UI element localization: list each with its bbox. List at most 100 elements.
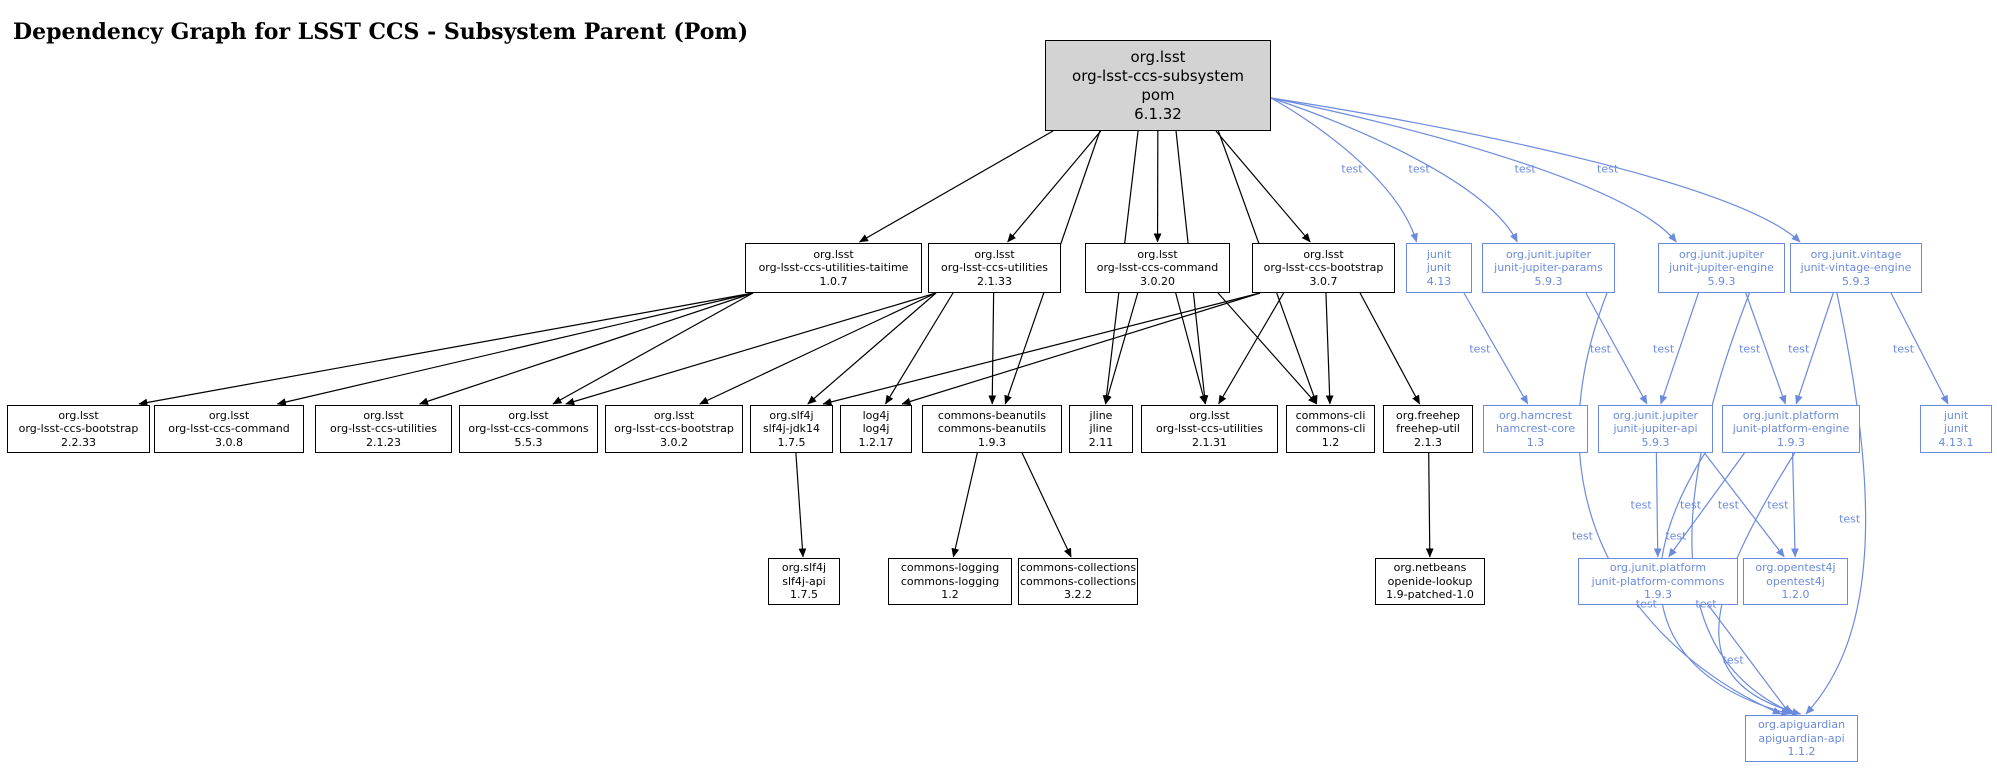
node-line: org-lsst-ccs-utilities-taitime <box>758 261 909 275</box>
edge-cmd3020-jline <box>1104 292 1139 405</box>
node-line: 2.1.33 <box>977 274 1012 288</box>
node-line: jline <box>1089 408 1113 422</box>
node-line: slf4j-jdk14 <box>762 422 821 436</box>
edge-scope-label: test <box>1597 162 1619 176</box>
node-line: 2.1.31 <box>1192 435 1227 449</box>
node-line: 1.0.7 <box>819 274 848 288</box>
node-line: org.freehep <box>1396 408 1460 422</box>
node-line: org-lsst-ccs-utilities <box>330 422 437 436</box>
node-line: org.junit.jupiter <box>1612 408 1699 422</box>
node-line: junit-jupiter-params <box>1494 261 1603 275</box>
node-line: org-lsst-ccs-bootstrap <box>18 422 139 436</box>
node-line: 3.0.7 <box>1309 274 1338 288</box>
node-line: org-lsst-ccs-commons <box>468 422 589 436</box>
node-line: 1.9.3 <box>978 435 1006 449</box>
node-line: org-lsst-ccs-bootstrap <box>1263 261 1384 275</box>
node-line: 5.9.3 <box>1534 274 1563 288</box>
edge-beanutils-clogging <box>951 452 978 558</box>
node-line: org.lsst <box>363 408 404 422</box>
edge-freehep-openide <box>1425 452 1434 558</box>
edge-root-taitime <box>859 130 1054 243</box>
edge-scope-label: test <box>1665 529 1687 543</box>
edge-root-junit413 <box>1270 97 1418 243</box>
node-line: junit-vintage-engine <box>1800 261 1912 275</box>
node-line: 1.9-patched-1.0 <box>1386 588 1474 602</box>
edge-util2133-log4j <box>884 292 954 405</box>
edge-engine-pengine <box>1745 292 1787 405</box>
node-line: org.junit.jupiter <box>1505 247 1592 261</box>
edge-boot307-log4j <box>901 292 1261 406</box>
node-line: junit-platform-commons <box>1591 574 1725 588</box>
edge-scope-label: test <box>1653 342 1675 355</box>
node-line: junit <box>1426 261 1452 275</box>
node-line: 3.0.8 <box>215 435 243 449</box>
node-line: junit-platform-engine <box>1732 422 1850 436</box>
node-line: commons-beanutils <box>937 408 1047 422</box>
node-line: commons-logging <box>900 574 1000 588</box>
node-line: org-lsst-ccs-utilities <box>941 261 1048 275</box>
edge-junit413-hamcrest <box>1463 292 1529 405</box>
edge-scope-label: test <box>1717 498 1739 512</box>
edge-scope-label: test <box>1341 162 1363 176</box>
page-title: Dependency Graph for LSST CCS - Subsyste… <box>13 18 749 45</box>
edge-scope-label: test <box>1788 342 1810 355</box>
node-line: hamcrest-core <box>1495 422 1576 436</box>
edge-scope-label: test <box>1679 498 1702 512</box>
node-line: 1.7.5 <box>777 435 806 449</box>
node-line: 4.13.1 <box>1938 435 1974 449</box>
node-line: 1.1.2 <box>1787 745 1816 759</box>
edge-scope-label: test <box>1767 498 1789 512</box>
edge-pengine-pcommons <box>1668 452 1745 558</box>
edge-scope-label: test <box>1589 342 1611 355</box>
edge-root-vintage <box>1270 97 1801 243</box>
edge-boot307-freehep <box>1359 292 1421 405</box>
edge-cmd3020-commonscli <box>1217 292 1318 405</box>
node-line: jline <box>1089 422 1113 436</box>
node-line: junit <box>1943 408 1969 422</box>
node-line: 5.9.3 <box>1842 274 1870 288</box>
edge-engine-japi <box>1659 292 1699 405</box>
node-line: org.junit.platform <box>1742 408 1840 422</box>
node-line: org.lsst <box>653 408 695 422</box>
node-line: commons-cli <box>1295 408 1366 422</box>
node-line: 5.5.3 <box>514 435 543 449</box>
node-line: commons-collections <box>1019 574 1137 588</box>
node-line: org-lsst-ccs-command <box>168 422 290 436</box>
edge-japi-opentest <box>1704 452 1785 558</box>
edge-pengine-apiguardian <box>1718 452 1802 716</box>
node-line: 1.2.17 <box>858 435 894 449</box>
node-line: org.lsst <box>508 408 549 422</box>
node-line: pom <box>1141 85 1175 104</box>
edge-taitime-boot2233 <box>138 292 754 407</box>
edge-vintage-pengine <box>1795 292 1834 405</box>
node-line: 2.2.33 <box>61 435 96 449</box>
edge-scope-label: test <box>1514 162 1536 176</box>
node-line: opentest4j <box>1766 574 1825 588</box>
node-line: org-lsst-ccs-utilities <box>1156 422 1263 436</box>
node-line: org.lsst <box>208 408 250 422</box>
edge-boot307-slf4jjdk <box>822 292 1261 406</box>
node-line: 1.9.3 <box>1777 435 1805 449</box>
edge-japi-apiguardian <box>1659 452 1791 716</box>
node-line: freehep-util <box>1396 422 1460 436</box>
node-line: 1.2 <box>1321 435 1340 449</box>
edge-util2133-slf4jjdk <box>807 292 937 405</box>
node-line: org.slf4j <box>769 408 814 422</box>
